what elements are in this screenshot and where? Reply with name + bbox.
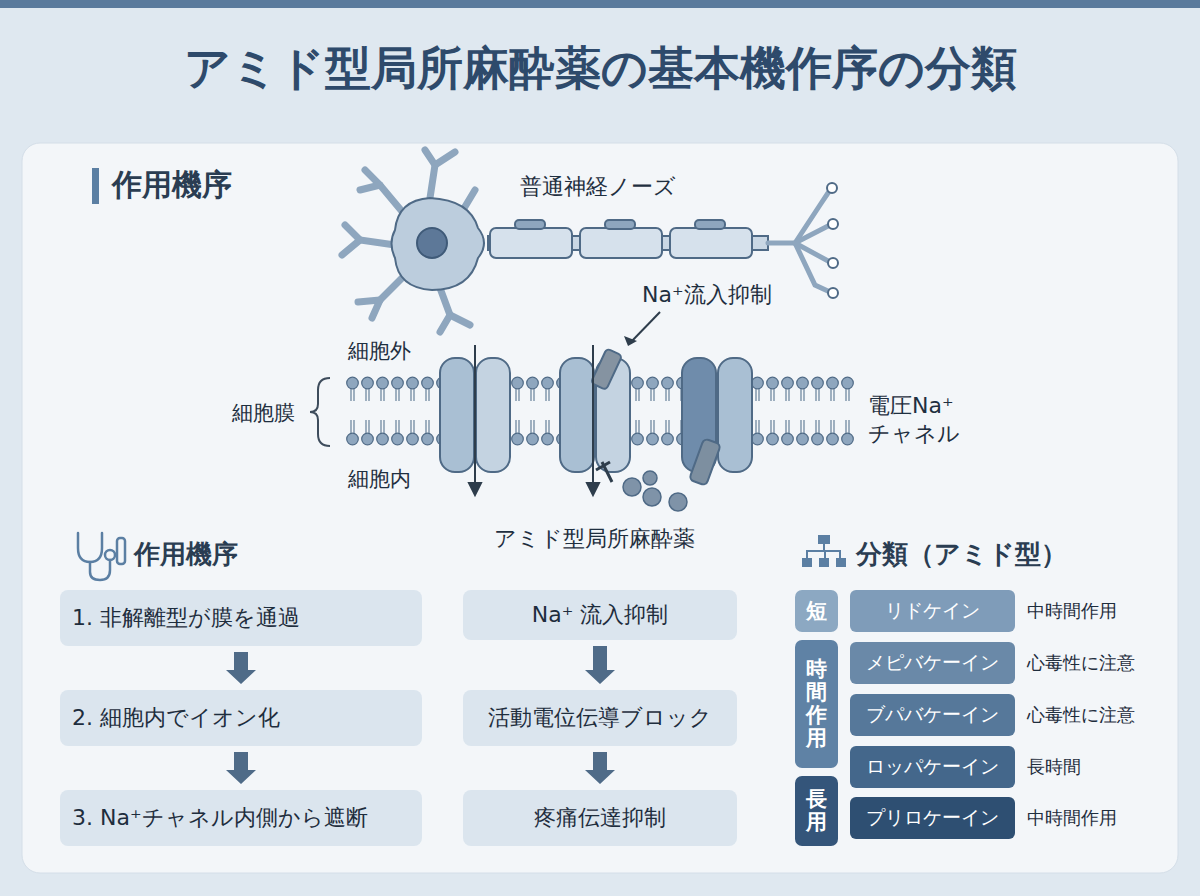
membrane-bracket [310,378,330,446]
process-box: Na⁺ 流入抑制 [463,590,737,640]
group-box: 短 [795,590,838,632]
box-text: 疼痛伝達抑制 [522,803,678,833]
note-text: 中時間作用 [1027,599,1117,623]
box-text: ロッパケーイン [866,754,999,780]
flow-arrow [226,652,256,684]
box-text: プリロケーイン [866,805,999,831]
flow-arrow [226,752,256,784]
neuron [342,150,838,332]
leader-line [630,312,660,343]
box-text: Na⁺ 流入抑制 [520,600,681,630]
column-heading: アミド型局所麻酔薬 [494,524,695,554]
box-text: 2. 細胞内でイオン化 [60,703,292,733]
title: アミド型局所麻酔薬の基本機作序の分類 [0,38,1200,100]
box-text: 長用 [806,788,827,834]
group-box: 時間作用 [795,640,838,768]
part-label: 普通神経ノーズ [520,172,676,202]
part-label: 電圧Na⁺ チャネル [868,392,978,447]
flow-arrow [585,646,615,684]
drug-box: ブパバケーイン心毒性に注意 [850,694,1015,736]
box-text: リドケイン [885,598,980,624]
drug-box: ロッパケーイン長時間 [850,746,1015,788]
sodium-channels [440,348,752,485]
box-text: 1. 非解離型が膜を通過 [60,603,312,633]
section-heading: 作用機序 [112,165,232,206]
drug-box: メピバケーイン心毒性に注意 [850,642,1015,684]
note-text: 心毒性に注意 [1027,703,1135,727]
drug-box: リドケイン中時間作用 [850,590,1015,632]
part-label: 細胞膜 [232,399,295,427]
leader-head [624,336,637,346]
note-text: 中時間作用 [1027,806,1117,830]
step-box: 2. 細胞内でイオン化 [60,690,422,746]
section-heading: 分類（アミド型） [856,537,1067,572]
box-text: 活動電位伝導ブロック [476,703,724,733]
box-text: 3. Na⁺チャネル内側から遮断 [60,803,380,833]
stethoscope-icon [78,533,125,580]
ion-flow-arrows [469,345,599,495]
process-box: 活動電位伝導ブロック [463,690,737,746]
block-symbol [596,462,612,482]
callout-label: Na⁺流入抑制 [642,280,772,310]
drug-box: プリロケーイン中時間作用 [850,797,1015,839]
box-text: 時間作用 [806,658,827,750]
box-text: ブパバケーイン [866,702,999,728]
heading-bar [92,168,99,204]
anesthetic-molecules [623,471,687,511]
box-text: 短 [806,597,827,625]
top-strip [0,0,1200,8]
hierarchy-icon [802,535,846,567]
region-label: 細胞外 [348,337,411,365]
main-panel [22,143,1178,873]
box-text: メピバケーイン [866,650,999,676]
flow-arrow [585,752,615,784]
step-box: 3. Na⁺チャネル内側から遮断 [60,790,422,846]
note-text: 長時間 [1027,755,1081,779]
region-label: 細胞内 [348,465,411,493]
group-box: 長用 [795,776,838,846]
step-box: 1. 非解離型が膜を通過 [60,590,422,646]
process-box: 疼痛伝達抑制 [463,790,737,846]
section-heading: 作用機序 [134,537,238,572]
note-text: 心毒性に注意 [1027,651,1135,675]
